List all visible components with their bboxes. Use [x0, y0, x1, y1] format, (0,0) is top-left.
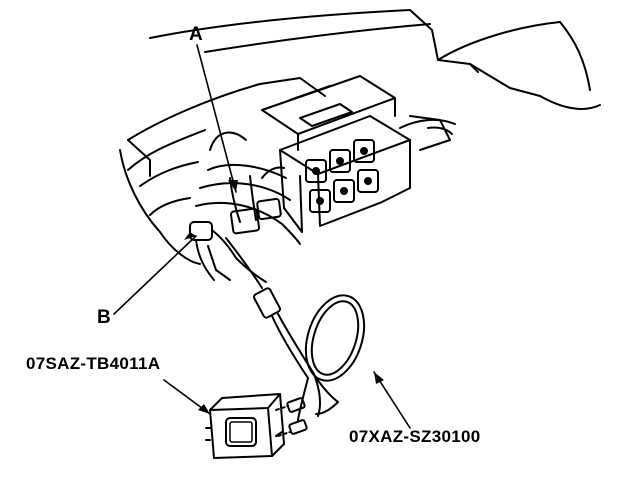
callout-tool-cable: 07XAZ-SZ30100: [349, 427, 481, 446]
dashboard-outline: [119, 9, 601, 265]
arrowhead-tool-1: [198, 404, 210, 414]
callout-tester-box: 07SAZ-TB4011A: [26, 354, 161, 373]
arrowheads: [184, 180, 384, 414]
leader-b: [113, 235, 197, 315]
arrowhead-b: [184, 232, 196, 240]
fuse-box: [261, 75, 456, 233]
callout-a: A: [189, 24, 203, 45]
arrowhead-tool-2: [374, 372, 384, 384]
callout-b: B: [97, 307, 111, 328]
connector-b: [189, 221, 267, 283]
wire-harness: [195, 131, 301, 245]
leader-a: [196, 44, 237, 193]
tester-box: [205, 393, 285, 459]
arrowhead-a: [228, 180, 238, 192]
tool-cable: [225, 237, 366, 437]
